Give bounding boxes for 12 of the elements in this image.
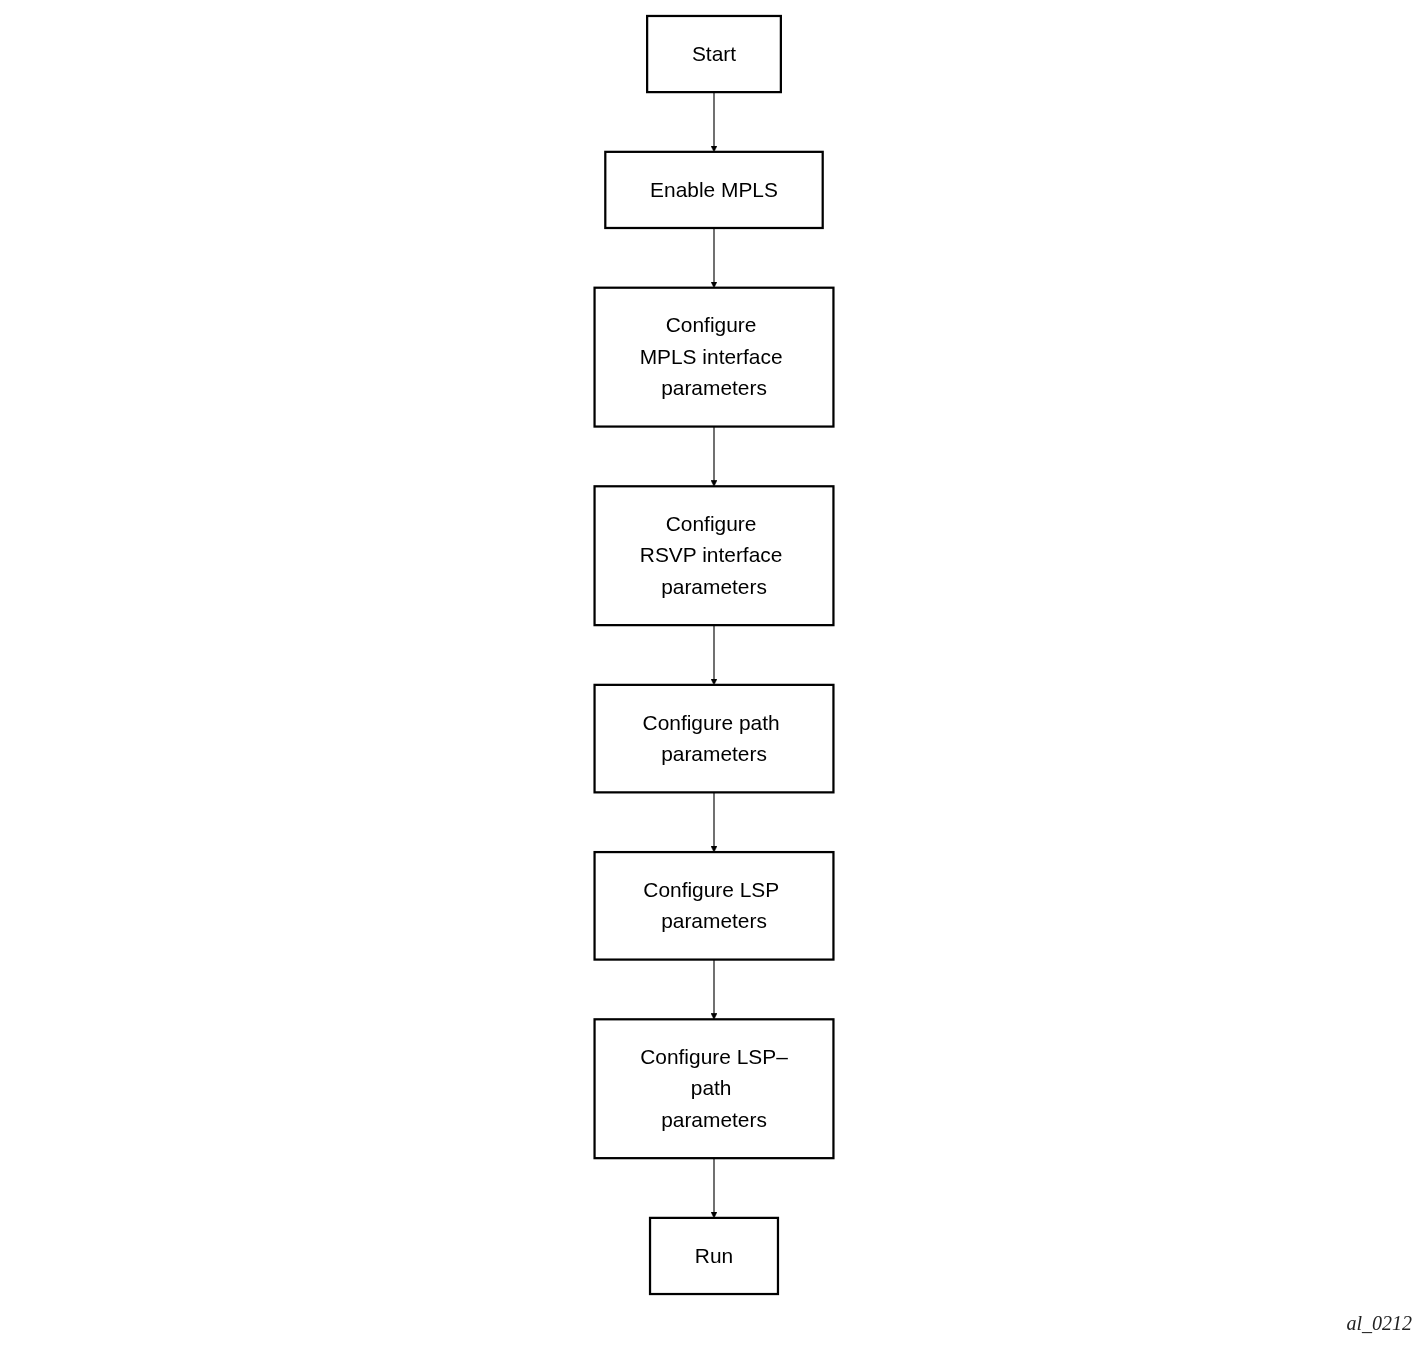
node-box: Run: [648, 1216, 780, 1296]
arrow: [710, 959, 718, 1020]
arrow: [710, 426, 718, 487]
node-box: Start: [646, 14, 782, 94]
node-box: Configure path parameters: [593, 683, 835, 794]
figure-id: al_0212: [1346, 1312, 1412, 1335]
node-box: Enable MPLS: [604, 150, 824, 230]
node-box: Configure MPLS interface parameters: [593, 286, 835, 428]
arrow: [710, 227, 718, 288]
node-box: Configure LSP–path parameters: [593, 1018, 835, 1160]
node-box: Configure RSVP interface parameters: [593, 485, 835, 627]
node-box: Configure LSP parameters: [593, 850, 835, 961]
